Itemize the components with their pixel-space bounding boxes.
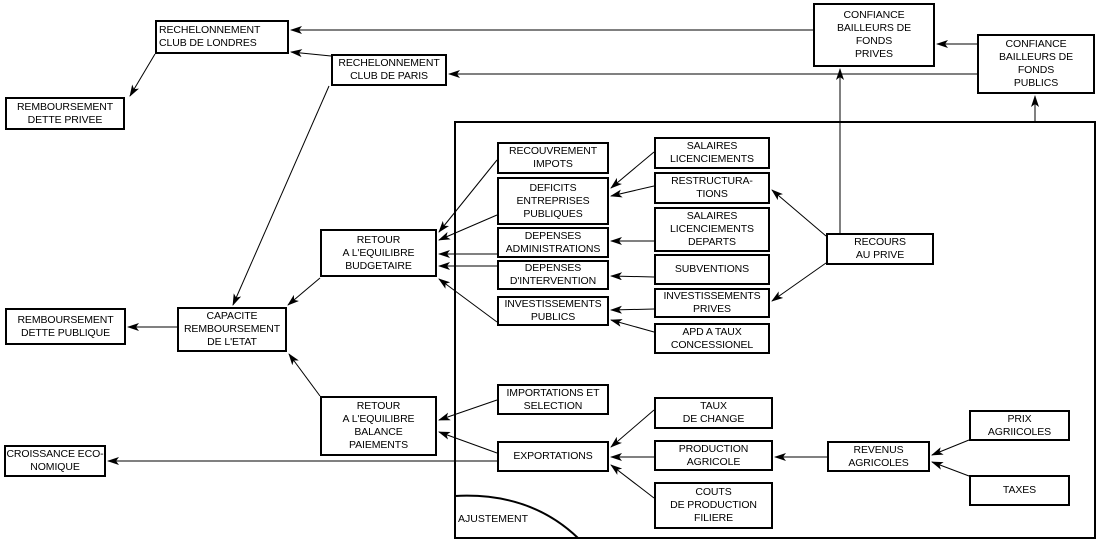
- node-couts-production: COUTS DE PRODUCTION FILIERE: [654, 482, 773, 529]
- node-apd: APD A TAUX CONCESSIONEL: [654, 323, 770, 354]
- node-depenses-intervention: DEPENSES D'INTERVENTION: [497, 260, 609, 290]
- node-confiance-publics: CONFIANCE BAILLEURS DE FONDS PUBLICS: [977, 34, 1095, 94]
- node-rech-londres: RECHELONNEMENT CLUB DE LONDRES: [155, 20, 289, 54]
- edge-taux-to-exportations: [610, 409, 655, 448]
- edge-restruct-to-deficits: [610, 185, 655, 198]
- edge-invprives-to-invpublics: [610, 305, 655, 314]
- node-depenses-admin: DEPENSES ADMINISTRATIONS: [497, 227, 609, 258]
- node-remb-dette-privee: REMBOURSEMENT DETTE PRIVEE: [5, 97, 125, 130]
- ajustement-label: AJUSTEMENT: [458, 513, 529, 525]
- node-retour-budget: RETOUR A L'EQUILIBRE BUDGETAIRE: [320, 229, 437, 277]
- node-salaires-licenciements-departs: SALAIRES LICENCIEMENTS DEPARTS: [654, 207, 770, 252]
- node-rech-paris: RECHELONNEMENT CLUB DE PARIS: [331, 54, 447, 86]
- node-prix-agricoles: PRIX AGRIICOLES: [969, 410, 1070, 441]
- edge-couts-to-exportations: [610, 464, 655, 499]
- node-production-agricole: PRODUCTION AGRICOLE: [654, 440, 773, 471]
- edge-apd-to-invpublics: [610, 319, 655, 333]
- node-taxes: TAXES: [969, 475, 1070, 506]
- node-investissements-prives: INVESTISSEMENTS PRIVES: [654, 288, 770, 318]
- edge-prix-to-revenus: [931, 439, 970, 456]
- node-recours-prive: RECOURS AU PRIVE: [826, 233, 934, 265]
- node-recouvrement-impots: RECOUVREMENT IMPOTS: [497, 142, 609, 174]
- node-revenus-agricoles: REVENUS AGRICOLES: [827, 441, 930, 472]
- edge-taxes-to-revenus: [931, 461, 970, 477]
- edge-londres-to-dette-privee: [129, 53, 156, 97]
- edge-paris-to-londres: [290, 49, 332, 58]
- node-remb-dette-publique: REMBOURSEMENT DETTE PUBLIQUE: [5, 308, 126, 345]
- node-taux-change: TAUX DE CHANGE: [654, 397, 773, 429]
- edge-budget-to-capacite: [287, 277, 321, 306]
- node-investissements-publics: INVESTISSEMENTS PUBLICS: [497, 296, 609, 326]
- node-importations: IMPORTATIONS ET SELECTION: [497, 384, 609, 415]
- edge-importations-to-balance: [438, 399, 498, 421]
- edge-deficits-to-budget: [438, 214, 498, 241]
- ajustement-arc: [454, 494, 579, 539]
- node-capacite: CAPACITE REMBOURSEMENT DE L'ETAT: [177, 307, 287, 352]
- edge-paris-to-capacite: [232, 85, 330, 306]
- node-confiance-prives: CONFIANCE BAILLEURS DE FONDS PRIVES: [813, 3, 935, 67]
- edge-recours-to-inv-prives: [771, 262, 827, 302]
- node-salaires-licenciements: SALAIRES LICENCIEMENTS: [654, 137, 770, 169]
- node-croissance: CROISSANCE ECO- NOMIQUE: [4, 445, 106, 477]
- edge-exportations-to-balance: [438, 431, 498, 454]
- edge-salaires-to-deficits: [610, 151, 655, 189]
- edge-recouvrement-to-budget: [438, 159, 498, 233]
- node-deficits-entreprises: DEFICITS ENTREPRISES PUBLIQUES: [497, 177, 609, 225]
- edge-balance-to-capacite: [288, 353, 321, 397]
- ajustement-container: [454, 121, 1096, 539]
- node-exportations: EXPORTATIONS: [497, 441, 609, 472]
- edge-subventions-to-depinterv: [610, 272, 655, 281]
- edge-invpublics-to-budget: [438, 278, 498, 323]
- node-restructurations: RESTRUCTURA- TIONS: [654, 172, 770, 204]
- node-subventions: SUBVENTIONS: [654, 254, 770, 285]
- edge-recours-to-restructurations: [771, 189, 827, 237]
- node-retour-balance: RETOUR A L'EQUILIBRE BALANCE PAIEMENTS: [320, 396, 437, 456]
